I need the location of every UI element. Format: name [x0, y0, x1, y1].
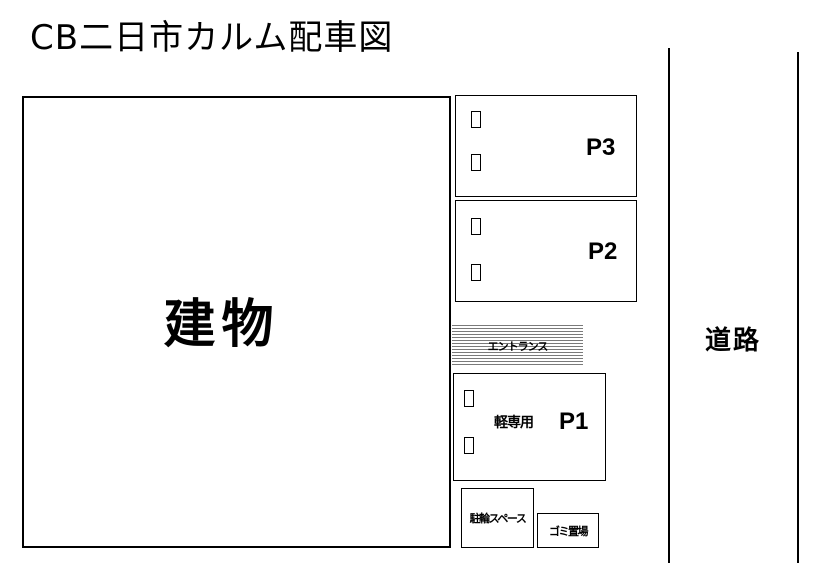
parking-lot-p3: P3 — [455, 95, 637, 197]
road-label: 道路 — [705, 326, 762, 356]
parking-lot-p1: 軽専用 P1 — [453, 373, 606, 481]
garbage-area-label: ゴミ置場 — [549, 524, 589, 538]
parking-slot — [464, 437, 474, 454]
parking-slot — [471, 154, 481, 171]
bike-parking-label: 駐輪スペース — [469, 512, 527, 525]
entrance-area: エントランス — [452, 325, 583, 366]
bike-parking-space: 駐輪スペース — [461, 488, 534, 548]
parking-lot-p2: P2 — [455, 200, 637, 302]
building-area: 建物 — [22, 96, 451, 548]
parking-slot — [471, 218, 481, 235]
parking-lot-p3-label: P3 — [586, 134, 616, 161]
entrance-label: エントランス — [487, 339, 549, 353]
road-edge-left — [668, 48, 670, 563]
parking-slot — [471, 111, 481, 128]
parking-lot-p2-label: P2 — [588, 238, 618, 265]
building-label: 建物 — [163, 295, 280, 355]
page-title: CB二日市カルム配車図 — [30, 18, 394, 58]
garbage-area: ゴミ置場 — [537, 513, 599, 548]
parking-slot — [471, 264, 481, 281]
road-edge-right — [797, 52, 799, 563]
parking-lot-p1-label: P1 — [559, 408, 589, 435]
parking-slot — [464, 390, 474, 407]
parking-lot-p1-note: 軽専用 — [494, 415, 534, 431]
